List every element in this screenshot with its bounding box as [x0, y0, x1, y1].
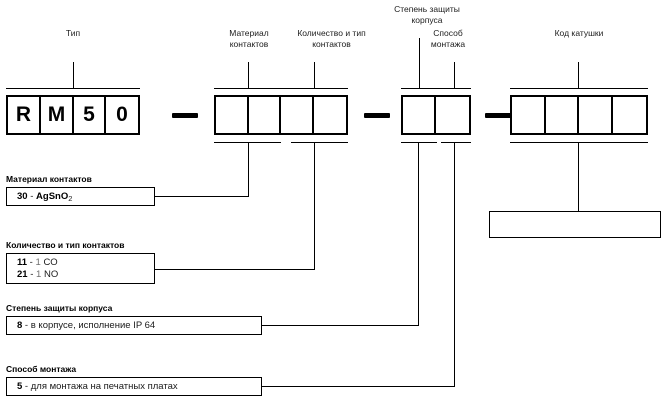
rule-top-mounting [437, 88, 471, 89]
code-cell[interactable]: 5 [74, 97, 107, 133]
legend-row: 8 - в корпусе, исполнение IP 64 [17, 320, 261, 332]
legend-row: 21 - 1 NO [17, 269, 154, 281]
header-label-contact-count: Количество и тип контактов [297, 28, 366, 49]
code-cell[interactable] [403, 97, 437, 133]
legend-box-enclosure: 8 - в корпусе, исполнение IP 64 [6, 316, 262, 335]
connector-horizontal-mounting [262, 386, 455, 387]
legend-separator: - [22, 320, 31, 331]
legend-title-contact-material: Материал контактов [6, 174, 92, 184]
legend-box-contact-count: 11 - 1 CO 21 - 1 NO [6, 253, 155, 284]
separator-dash [364, 113, 390, 118]
code-cell[interactable]: 0 [106, 97, 138, 133]
code-cell[interactable] [281, 97, 315, 133]
connector-vertical-coil-code [578, 142, 579, 211]
header-label-type: Тип [65, 28, 81, 38]
legend-value: в корпусе, исполнение IP 64 [30, 320, 156, 331]
legend-separator: - [27, 269, 37, 280]
header-label-mounting: Способ монтажа [430, 28, 466, 49]
code-cell[interactable] [579, 97, 614, 133]
separator-dash [172, 113, 198, 118]
header-label-contact-material: Материал контактов [229, 28, 269, 49]
connector-horizontal-enclosure [262, 325, 419, 326]
connector-vertical-contact-count [314, 142, 315, 269]
legend-quantity: 1 [36, 269, 42, 280]
legend-separator: - [22, 381, 31, 392]
tick-contact-material [248, 62, 249, 88]
legend-value: для монтажа на печатных платах [30, 381, 178, 392]
legend-separator: - [27, 257, 36, 268]
legend-box-coil-code [489, 211, 661, 238]
legend-subscript: 2 [68, 194, 73, 203]
code-cell[interactable] [249, 97, 282, 133]
rule-bottom-coil-code [510, 142, 648, 143]
connector-vertical-contact-material [248, 142, 249, 196]
connector-vertical-enclosure [418, 142, 419, 325]
legend-code: 5 [17, 381, 23, 392]
legend-value: CO [43, 257, 58, 268]
code-cell[interactable]: R [8, 97, 41, 133]
connector-horizontal-contact-material [155, 196, 249, 197]
code-cell[interactable] [512, 97, 546, 133]
code-cell[interactable] [216, 97, 249, 133]
legend-title-enclosure: Степень защиты корпуса [6, 303, 113, 313]
legend-title-contact-count: Количество и тип контактов [6, 240, 125, 250]
legend-row: 30 - AgSnO2 [17, 191, 154, 203]
tick-enclosure [419, 38, 420, 88]
header-label-enclosure: Степень защиты корпуса [394, 4, 460, 25]
tick-coil-code [578, 62, 579, 88]
legend-separator: - [27, 191, 37, 202]
code-group-type: R M 5 0 [6, 95, 140, 135]
legend-code: 11 [17, 257, 28, 268]
legend-title-mounting: Способ монтажа [6, 364, 77, 374]
legend-quantity: 1 [35, 257, 41, 268]
tick-contact-count [314, 62, 315, 88]
rule-top-contact-material [214, 88, 281, 89]
code-cell[interactable]: M [41, 97, 74, 133]
rule-bottom-enclosure [401, 142, 437, 143]
rule-bottom-contact-material [214, 142, 281, 143]
tick-mounting [454, 62, 455, 88]
code-cell[interactable] [314, 97, 346, 133]
legend-code: 8 [17, 320, 23, 331]
connector-horizontal-contact-count [155, 269, 315, 270]
code-cell[interactable] [613, 97, 646, 133]
rule-top-enclosure [401, 88, 437, 89]
legend-row: 5 - для монтажа на печатных платах [17, 381, 261, 393]
rule-top-contact-count [281, 88, 348, 89]
legend-row: 11 - 1 CO [17, 257, 154, 269]
legend-box-mounting: 5 - для монтажа на печатных платах [6, 377, 262, 396]
legend-value: NO [43, 269, 59, 280]
separator-dash [485, 113, 511, 118]
header-label-coil-code: Код катушки [554, 28, 604, 38]
legend-code: 21 [17, 269, 28, 280]
tick-type [73, 62, 74, 88]
rule-bottom-contact-count [291, 142, 348, 143]
code-group-coil-code [510, 95, 648, 135]
connector-vertical-mounting [454, 142, 455, 386]
code-group-enclosure-mounting [401, 95, 471, 135]
code-cell[interactable] [436, 97, 469, 133]
code-cell[interactable] [546, 97, 580, 133]
legend-box-contact-material: 30 - AgSnO2 [6, 187, 155, 206]
rule-bottom-mounting [441, 142, 471, 143]
legend-code: 30 [17, 191, 28, 202]
rule-top-type [6, 88, 140, 89]
legend-value: AgSnO [36, 191, 69, 202]
code-group-contact [214, 95, 348, 135]
rule-top-coil-code [510, 88, 648, 89]
